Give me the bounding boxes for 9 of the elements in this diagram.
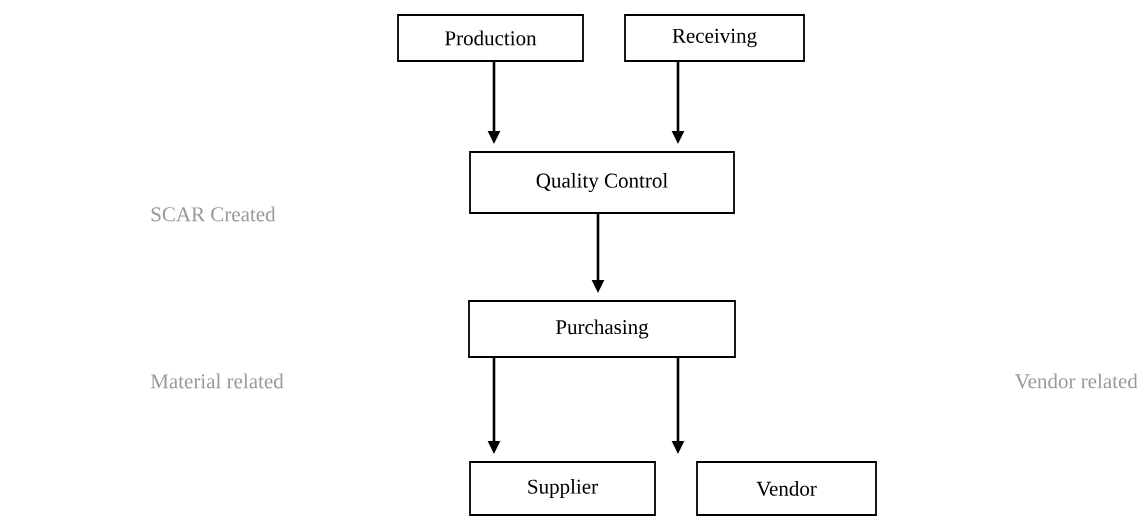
note-label: SCAR Created [151,206,276,222]
process-box: Supplier [469,461,656,516]
process-box: Production [397,14,584,62]
process-box: Receiving [624,14,805,62]
process-box: Quality Control [469,151,735,214]
process-box: Purchasing [468,300,736,358]
note-label: Material related [150,373,284,389]
note-label: Vendor related [1015,373,1138,389]
process-box: Vendor [696,461,877,516]
